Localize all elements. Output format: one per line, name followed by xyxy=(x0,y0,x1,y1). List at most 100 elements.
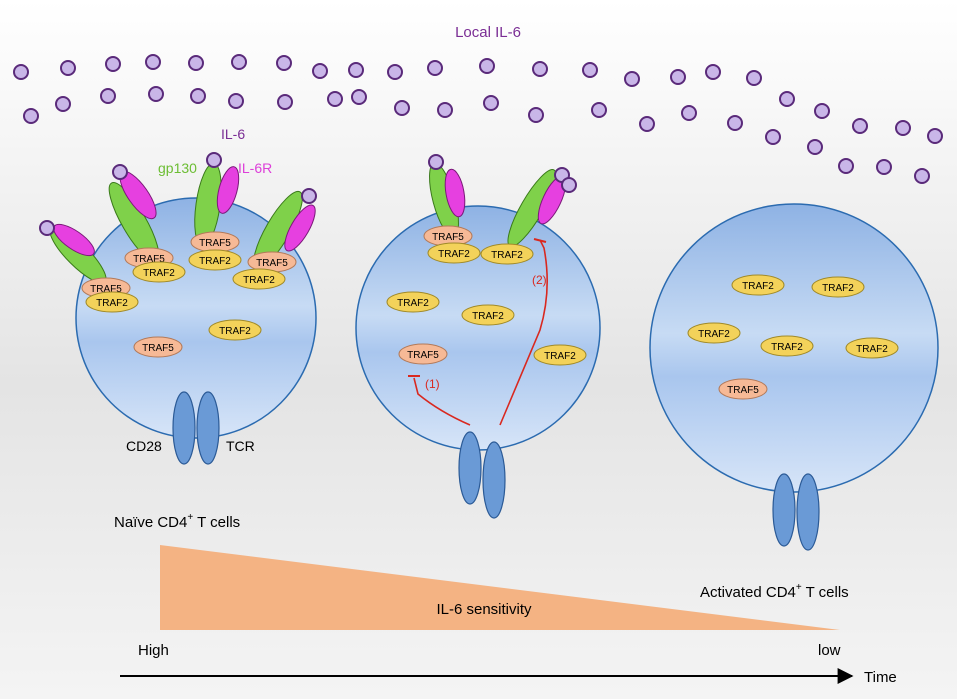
traf2-protein: TRAF2 xyxy=(132,261,186,283)
traf2-protein: TRAF2 xyxy=(188,249,242,271)
free-il6-molecule xyxy=(639,116,655,132)
traf2-protein: TRAF2 xyxy=(760,335,814,357)
svg-text:TRAF2: TRAF2 xyxy=(243,275,275,286)
bound-il6 xyxy=(112,164,128,180)
bound-il6 xyxy=(428,154,444,170)
free-il6-molecule xyxy=(427,60,443,76)
traf2-protein: TRAF2 xyxy=(845,337,899,359)
svg-text:TRAF2: TRAF2 xyxy=(472,311,504,322)
low-label: low xyxy=(818,642,841,659)
il6-sensitivity-label: IL-6 sensitivity xyxy=(436,601,532,618)
free-il6-molecule xyxy=(100,88,116,104)
free-il6-molecule xyxy=(681,105,697,121)
tcr-receptor xyxy=(196,391,220,465)
free-il6-molecule xyxy=(348,62,364,78)
inhibition-bar-2 xyxy=(533,238,547,243)
tcr-label: TCR xyxy=(226,438,255,454)
traf-group: TRAF5 TRAF2 TRAF5 TRAF2 TRAF5 TRAF2 TRAF… xyxy=(81,231,297,358)
traf5-protein: TRAF5 xyxy=(190,231,240,253)
free-il6-molecule xyxy=(228,93,244,109)
transitional-t-cell: TRAF5 TRAF2 TRAF2 TRAF2 TRAF2 TRAF5 TRAF… xyxy=(355,154,601,519)
free-il6-molecule xyxy=(276,55,292,71)
svg-text:TRAF5: TRAF5 xyxy=(133,254,165,265)
traf2-protein: TRAF2 xyxy=(232,268,286,290)
traf5-protein: TRAF5 xyxy=(718,378,768,400)
free-il6-molecule xyxy=(532,61,548,77)
free-il6-molecule xyxy=(394,100,410,116)
free-il6-molecule xyxy=(591,102,607,118)
free-il6-molecule xyxy=(914,168,930,184)
svg-text:TRAF2: TRAF2 xyxy=(96,298,128,309)
traf2-protein: TRAF2 xyxy=(533,344,587,366)
free-il6-molecule xyxy=(188,55,204,71)
il6-label: IL-6 xyxy=(221,126,245,142)
traf2-protein: TRAF2 xyxy=(208,319,262,341)
traf2-protein: TRAF2 xyxy=(427,242,481,264)
inhibition-label-1: (1) xyxy=(425,377,440,391)
free-il6-molecule xyxy=(927,128,943,144)
free-il6-molecule xyxy=(145,54,161,70)
svg-text:TRAF2: TRAF2 xyxy=(544,351,576,362)
inhibition-line-1 xyxy=(413,377,471,426)
free-il6-molecule xyxy=(895,120,911,136)
free-il6-molecule xyxy=(60,60,76,76)
free-il6-molecule xyxy=(727,115,743,131)
il6r-receptor xyxy=(284,204,316,252)
traf2-protein: TRAF2 xyxy=(811,276,865,298)
svg-text:TRAF2: TRAF2 xyxy=(143,268,175,279)
traf5-protein: TRAF5 xyxy=(398,343,448,365)
svg-text:TRAF2: TRAF2 xyxy=(856,344,888,355)
traf2-protein: TRAF2 xyxy=(687,322,741,344)
cd28-receptor xyxy=(772,473,796,547)
svg-text:TRAF2: TRAF2 xyxy=(698,329,730,340)
free-il6-molecule xyxy=(13,64,29,80)
free-il6-molecule xyxy=(23,108,39,124)
free-il6-molecule xyxy=(814,103,830,119)
tcr-receptor xyxy=(482,441,506,519)
svg-text:TRAF2: TRAF2 xyxy=(742,281,774,292)
traf2-protein: TRAF2 xyxy=(731,274,785,296)
svg-text:TRAF5: TRAF5 xyxy=(199,238,231,249)
svg-text:TRAF5: TRAF5 xyxy=(256,258,288,269)
traf2-protein: TRAF2 xyxy=(386,291,440,313)
receptor-complex xyxy=(39,152,317,284)
free-il6-molecule xyxy=(55,96,71,112)
cd28-receptor xyxy=(458,431,482,505)
svg-text:TRAF5: TRAF5 xyxy=(90,284,122,295)
free-il6-molecule xyxy=(807,139,823,155)
traf2-protein: TRAF2 xyxy=(480,243,534,265)
svg-text:TRAF2: TRAF2 xyxy=(822,283,854,294)
free-il6-molecule xyxy=(483,95,499,111)
free-il6-molecule xyxy=(876,159,892,175)
local-il6-title: Local IL-6 xyxy=(455,24,521,41)
svg-text:TRAF2: TRAF2 xyxy=(771,342,803,353)
free-il6-molecule xyxy=(351,89,367,105)
svg-text:TRAF5: TRAF5 xyxy=(142,343,174,354)
free-il6-molecule xyxy=(528,107,544,123)
high-label: High xyxy=(138,642,169,659)
free-il6-molecule xyxy=(624,71,640,87)
free-il6-molecule xyxy=(327,91,343,107)
free-il6-molecule xyxy=(838,158,854,174)
bound-il6 xyxy=(561,177,577,193)
traf5-protein: TRAF5 xyxy=(133,336,183,358)
il6-molecule-cloud xyxy=(13,54,943,184)
activated-cell-caption: Activated CD4+ T cells xyxy=(700,582,849,601)
free-il6-molecule xyxy=(479,58,495,74)
bound-il6 xyxy=(206,152,222,168)
free-il6-molecule xyxy=(746,70,762,86)
svg-text:TRAF2: TRAF2 xyxy=(199,256,231,267)
free-il6-molecule xyxy=(277,94,293,110)
cell-membrane xyxy=(355,205,601,451)
free-il6-molecule xyxy=(852,118,868,134)
bound-il6 xyxy=(301,188,317,204)
free-il6-molecule xyxy=(779,91,795,107)
svg-text:TRAF2: TRAF2 xyxy=(397,298,429,309)
naive-t-cell: IL-6 gp130 IL-6R TRAF5 TRAF2 TRAF5 TRAF2… xyxy=(39,126,317,531)
free-il6-molecule xyxy=(312,63,328,79)
inhibition-label-2: (2) xyxy=(532,273,547,287)
traf-group: TRAF5 TRAF2 TRAF2 TRAF2 TRAF2 TRAF5 TRAF… xyxy=(386,225,587,366)
activated-t-cell: TRAF2 TRAF2 TRAF2 TRAF2 TRAF2 TRAF5 Acti… xyxy=(649,203,939,601)
